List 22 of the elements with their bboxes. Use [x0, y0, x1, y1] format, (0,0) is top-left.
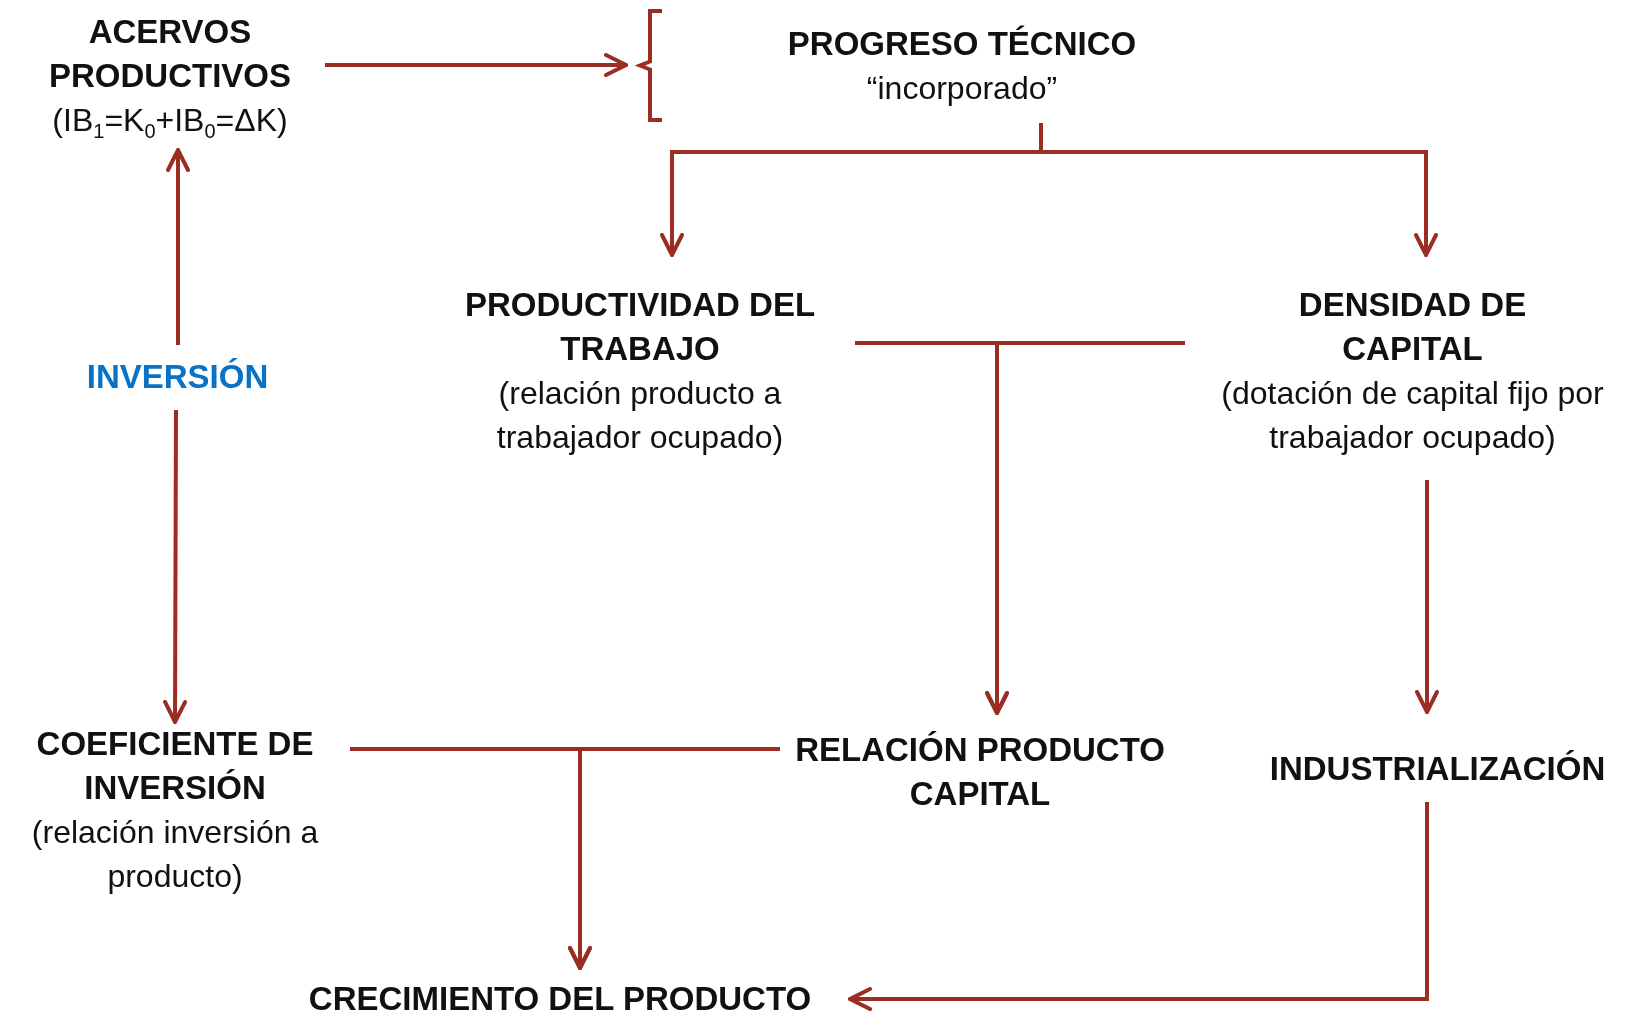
node-heading: DENSIDAD DE CAPITAL — [1297, 285, 1528, 369]
node-note: (relación inversión a producto) — [30, 813, 320, 896]
node-note: (IB$_{1}$=K$_{0}$+IB$_{0}$=ΔK) — [52, 101, 288, 145]
arrow — [848, 802, 1429, 1011]
node-heading: PRODUCTIVIDAD DEL TRABAJO — [463, 285, 817, 369]
node-heading: ACERVOS PRODUCTIVOS — [48, 12, 292, 96]
node-note: (dotación de capital fijo por trabajador ocupado) — [1220, 374, 1605, 457]
arrow — [1039, 123, 1438, 257]
node-heading: RELACIÓN PRODUCTO CAPITAL — [794, 730, 1166, 814]
arrow — [166, 148, 190, 345]
arrow — [163, 410, 188, 724]
arrow — [568, 747, 780, 970]
node-note: (relación producto a trabajador ocupado) — [495, 374, 785, 457]
node-heading: CRECIMIENTO DEL PRODUCTO — [308, 979, 812, 1019]
node-heading: INDUSTRIALIZACIÓN — [1269, 749, 1606, 789]
arrow — [325, 53, 628, 77]
arrow — [1415, 480, 1439, 714]
node-heading: COEFICIENTE DE INVERSIÓN — [35, 724, 315, 808]
node-note: “incorporado” — [866, 69, 1058, 108]
node-heading: PROGRESO TÉCNICO — [787, 24, 1137, 64]
arrow — [985, 341, 1185, 715]
node-heading: INVERSIÓN — [86, 357, 269, 397]
